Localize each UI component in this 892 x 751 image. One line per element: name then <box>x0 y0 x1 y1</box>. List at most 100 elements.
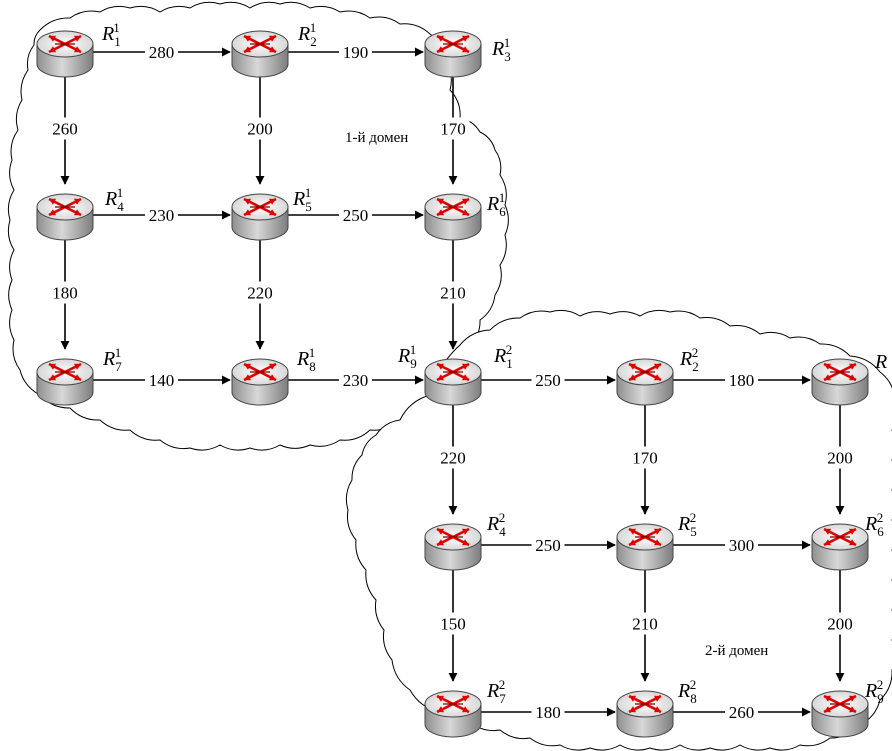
router-superscript: 1 <box>504 35 511 50</box>
link-weight: 250 <box>343 206 369 225</box>
link-weight: 180 <box>535 703 561 722</box>
router-superscript: 1 <box>309 345 316 360</box>
link-R3_1-R6_1: 170 <box>436 73 470 185</box>
weight-background <box>243 117 277 140</box>
link-weight: 170 <box>632 449 658 468</box>
weight-background <box>531 701 565 723</box>
router-icon <box>424 523 482 571</box>
router-subscript: 3 <box>504 49 511 64</box>
router-superscript: 1 <box>115 345 122 360</box>
router-label-R6_2: R62 <box>864 510 884 539</box>
link-weight: 250 <box>535 371 561 390</box>
router-label-R3_1: R31 <box>491 35 511 64</box>
router-label-R5_2: R52 <box>677 510 697 539</box>
weight-background <box>531 534 565 556</box>
router-icon <box>424 193 482 241</box>
weight-background <box>628 612 662 635</box>
link-weight: 150 <box>440 615 466 634</box>
router-label-R4_2: R42 <box>486 510 506 539</box>
weight-background <box>243 281 277 304</box>
link-R2_2-R5_2: 170 <box>628 401 662 515</box>
router-label-R5_1: R51 <box>292 185 312 214</box>
router-label-R9_1: R91 <box>397 342 417 371</box>
router-icon <box>424 690 482 738</box>
link-weight: 280 <box>149 43 175 62</box>
weight-background <box>145 369 178 391</box>
link-R9_1-R2_2: 250 <box>481 369 616 391</box>
link-R4_1-R7_1: 180 <box>48 236 82 350</box>
link-weight: 180 <box>729 371 755 390</box>
link-weight: 250 <box>535 536 561 555</box>
router-label-R6_1: R61 <box>486 190 506 219</box>
router-icon <box>36 30 94 78</box>
weight-background <box>436 117 470 140</box>
router-subscript: 4 <box>499 524 506 539</box>
router-icon <box>231 193 289 241</box>
router-subscript: 7 <box>115 359 122 374</box>
link-R2_1-R3_1: 190 <box>288 41 424 63</box>
router-subscript: 8 <box>690 691 697 706</box>
weight-background <box>436 612 470 635</box>
router-label-R7_1: R71 <box>102 345 122 374</box>
link-weight: 300 <box>729 536 755 555</box>
weight-background <box>725 369 758 391</box>
link-R1_1-R2_1: 280 <box>93 41 231 63</box>
router-icon <box>811 358 869 406</box>
weight-background <box>823 612 857 635</box>
link-weight: 200 <box>247 120 273 139</box>
weight-background <box>339 41 372 63</box>
router-icon <box>616 358 674 406</box>
link-R4_2-R7_2: 150 <box>436 566 470 682</box>
link-R2_1-R5_1: 200 <box>243 73 277 185</box>
weight-background <box>436 281 470 304</box>
link-R4_2-R5_2: 250 <box>481 534 616 556</box>
router-icon <box>616 690 674 738</box>
router-superscript: 2 <box>690 677 697 692</box>
link-weight: 260 <box>52 120 78 139</box>
router-subscript: 2 <box>310 34 317 49</box>
link-weight: 220 <box>440 449 466 468</box>
router-icon <box>424 30 482 78</box>
link-weight: 210 <box>632 615 658 634</box>
link-weight: 230 <box>343 371 369 390</box>
link-R6_2-R9_2: 200 <box>823 566 857 682</box>
router-subscript: 6 <box>877 524 884 539</box>
domain-2-label: 2-й домен <box>705 643 768 659</box>
router-label-R1_1: R11 <box>101 20 120 49</box>
router-superscript: 1 <box>117 185 124 200</box>
router-subscript: 9 <box>877 691 884 706</box>
weight-background <box>48 281 82 304</box>
link-R5_2-R6_2: 300 <box>673 534 811 556</box>
weight-background <box>145 204 178 226</box>
router-subscript: 6 <box>499 204 506 219</box>
link-weight: 190 <box>343 43 369 62</box>
link-R3_2-R6_2: 200 <box>823 401 857 515</box>
router-superscript: 2 <box>692 345 699 360</box>
router-superscript: 1 <box>310 20 317 35</box>
router-label-R8_2: R82 <box>677 677 697 706</box>
link-R9_1-R4_2: 220 <box>436 401 470 515</box>
router-label-R4_1: R41 <box>104 185 124 214</box>
weight-background <box>339 204 372 226</box>
router-subscript: 9 <box>410 356 417 371</box>
router-superscript: 2 <box>499 677 506 692</box>
link-R2_2-R3_2: 180 <box>673 369 811 391</box>
router-subscript: 8 <box>309 359 316 374</box>
router-icon <box>616 523 674 571</box>
router-label-R8_1: R81 <box>296 345 316 374</box>
router-icon <box>424 358 482 406</box>
link-weight: 220 <box>247 284 273 303</box>
weight-background <box>436 446 470 469</box>
weight-background <box>628 446 662 469</box>
link-R8_1-R9_1: 230 <box>288 369 424 391</box>
router-label-R7_2: R72 <box>486 677 506 706</box>
link-R8_2-R9_2: 260 <box>673 701 811 723</box>
link-weight: 230 <box>149 206 175 225</box>
router-subscript: 7 <box>499 691 506 706</box>
router-superscript: 2 <box>877 677 884 692</box>
weight-background <box>339 369 372 391</box>
router-subscript: 1 <box>506 356 513 371</box>
router-superscript: 2 <box>506 342 513 357</box>
router-label-R9_2: R92 <box>864 677 884 706</box>
weight-background <box>48 117 82 140</box>
